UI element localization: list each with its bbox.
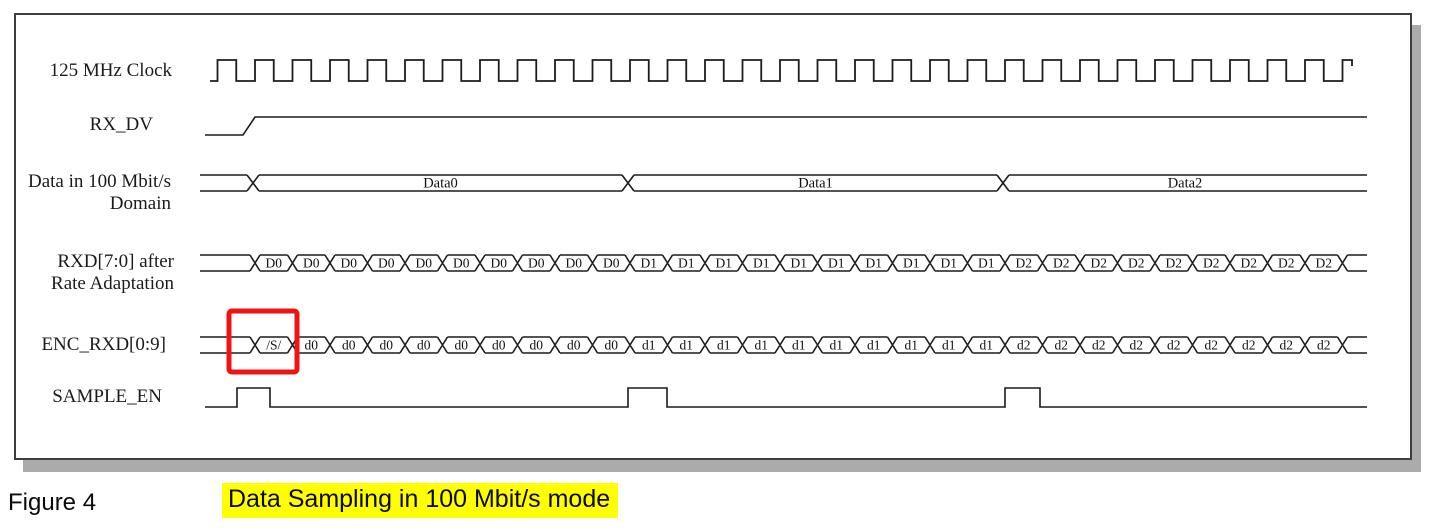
bus-cell-label: D0 — [303, 256, 320, 271]
bus-cell-label: D0 — [603, 256, 620, 271]
bus-cell-label: d0 — [567, 338, 581, 353]
bus-cell-label: D1 — [941, 256, 958, 271]
bus-cell-label: d0 — [380, 338, 394, 353]
bus-cell-label: /S/ — [266, 338, 281, 353]
bus-cell-label: d2 — [1017, 338, 1031, 353]
rx-dv-waveform — [205, 116, 1367, 136]
clock-waveform — [210, 59, 1353, 82]
bus-cell-label: D2 — [1016, 256, 1033, 271]
signal-label-line: ENC_RXD[0:9] — [41, 334, 166, 355]
signal-label-rx_dv: RX_DV — [0, 114, 153, 136]
bus-cell-label: d2 — [1205, 338, 1219, 353]
bus-cell-label: d1 — [905, 338, 919, 353]
signal-label-sample_en: SAMPLE_EN — [0, 386, 162, 408]
bus-cell-label: d2 — [1317, 338, 1331, 353]
bus-cell-label: D2 — [1091, 256, 1108, 271]
timing-diagram-frame — [14, 13, 1412, 460]
bus-cell-label: D0 — [266, 256, 283, 271]
bus-cell-label: d1 — [792, 338, 806, 353]
bus-cell-label: d1 — [642, 338, 656, 353]
bus-cell-label: d0 — [605, 338, 619, 353]
bus-cell-label: D0 — [453, 256, 470, 271]
bus-cell-label: D1 — [903, 256, 920, 271]
bus-cell-label: D2 — [1241, 256, 1258, 271]
data-domain-bus-waveform: Data0 Data1 Data2 — [200, 174, 1367, 192]
signal-label-enc_rxd: ENC_RXD[0:9] — [0, 334, 166, 356]
data-segment-label: Data0 — [423, 176, 458, 192]
bus-cell-label: d1 — [680, 338, 694, 353]
bus-cell-label: D1 — [866, 256, 883, 271]
bus-cell-label: d0 — [492, 338, 506, 353]
bus-cell-label: D0 — [378, 256, 395, 271]
bus-cell-label: d1 — [980, 338, 994, 353]
bus-cell-label: d0 — [417, 338, 431, 353]
bus-cell-label: D1 — [753, 256, 770, 271]
figure-title: Data Sampling in 100 Mbit/s mode — [222, 483, 619, 518]
bus-cell-label: D0 — [528, 256, 545, 271]
bus-cell-label: D2 — [1166, 256, 1183, 271]
bus-cell-label: D1 — [678, 256, 695, 271]
bus-cell-label: d1 — [830, 338, 844, 353]
data-segment-label: Data1 — [798, 176, 833, 192]
signal-label-line: RX_DV — [89, 114, 153, 135]
bus-cell-label: D2 — [1128, 256, 1145, 271]
bus-cell-label: D0 — [416, 256, 433, 271]
bus-cell-label: D1 — [828, 256, 845, 271]
bus-cell-label: D0 — [341, 256, 358, 271]
sample-en-waveform — [205, 387, 1367, 408]
signal-label-line: Rate Adaptation — [51, 273, 174, 294]
bus-cell-label: d0 — [455, 338, 469, 353]
bus-cell-label: d2 — [1055, 338, 1069, 353]
bus-cell-label: D0 — [491, 256, 508, 271]
bus-cell-label: d2 — [1242, 338, 1256, 353]
bus-cell-label: d0 — [305, 338, 319, 353]
signal-label-clock: 125 MHz Clock — [0, 60, 172, 82]
bus-cell-label: D1 — [791, 256, 808, 271]
bus-cell-label: d1 — [755, 338, 769, 353]
figure-label: Figure 4 — [8, 489, 97, 516]
bus-cell-label: d2 — [1092, 338, 1106, 353]
signal-label-line: Domain — [109, 193, 171, 214]
bus-cell-label: D1 — [978, 256, 995, 271]
bus-cell-label: d2 — [1167, 338, 1181, 353]
bus-cell-label: D1 — [716, 256, 733, 271]
bus-cell-label: d0 — [342, 338, 356, 353]
bus-cell-label: d1 — [942, 338, 956, 353]
signal-label-line: RXD[7:0] after — [57, 251, 174, 272]
bus-cell-label: D2 — [1053, 256, 1070, 271]
bus-cell-label: D2 — [1203, 256, 1220, 271]
bus-cell-label: D0 — [566, 256, 583, 271]
bus-cell-label: D1 — [641, 256, 658, 271]
enc-rxd-bus-waveform: /S/d0 d0 d0 d0 d0 d0 d0 d0 d0 d1 d1 d1 d1 d1 d1 d1 d1 d1 d… — [200, 336, 1367, 354]
red-annotation-box — [226, 308, 300, 375]
bus-cell-label: d0 — [530, 338, 544, 353]
rxd-bus-waveform: D0 D0 D0 D0 D0 D0 D0 D0 D0 D0 D1 D1 D1 D1 D1 D1 D1 D1 D1 D1… — [200, 254, 1367, 272]
bus-cell-label: d2 — [1130, 338, 1144, 353]
bus-cell-label: d2 — [1280, 338, 1294, 353]
bus-cell-label: d1 — [717, 338, 731, 353]
bus-cell-label: d1 — [867, 338, 881, 353]
bus-cell-label: D2 — [1316, 256, 1333, 271]
data-segment-label: Data2 — [1168, 176, 1203, 192]
signal-label-line: Data in 100 Mbit/s — [27, 171, 171, 192]
bus-cell-label: D2 — [1278, 256, 1295, 271]
signal-label-line: 125 MHz Clock — [49, 60, 172, 81]
signal-label-line: SAMPLE_EN — [52, 386, 162, 407]
